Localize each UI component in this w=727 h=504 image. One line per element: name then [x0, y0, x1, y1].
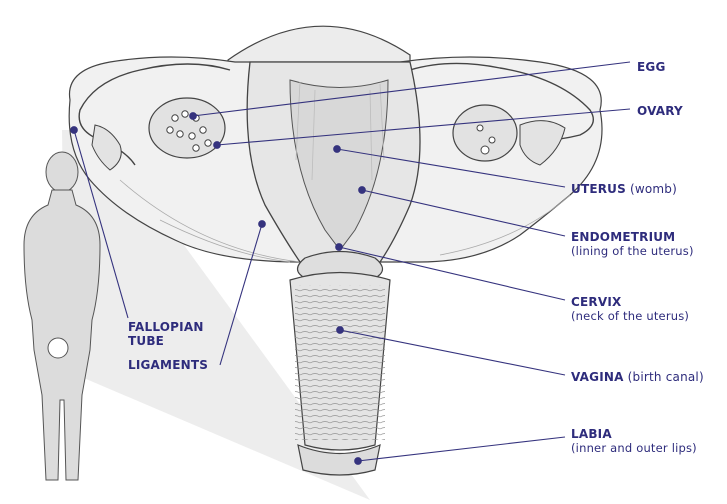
label-vagina: VAGINA (birth canal): [571, 370, 704, 384]
label-labia: LABIA (inner and outer lips): [571, 427, 697, 455]
label-uterus: UTERUS (womb): [571, 182, 677, 196]
label-endometrium: ENDOMETRIUM (lining of the uterus): [571, 230, 694, 258]
label-egg: EGG: [637, 60, 666, 74]
ovary-left: [149, 98, 225, 158]
label-fallopian-tube: FALLOPIAN TUBE: [128, 320, 204, 348]
label-ovary: OVARY: [637, 104, 683, 118]
label-cervix: CERVIX (neck of the uterus): [571, 295, 689, 323]
label-ligaments: LIGAMENTS: [128, 358, 208, 372]
